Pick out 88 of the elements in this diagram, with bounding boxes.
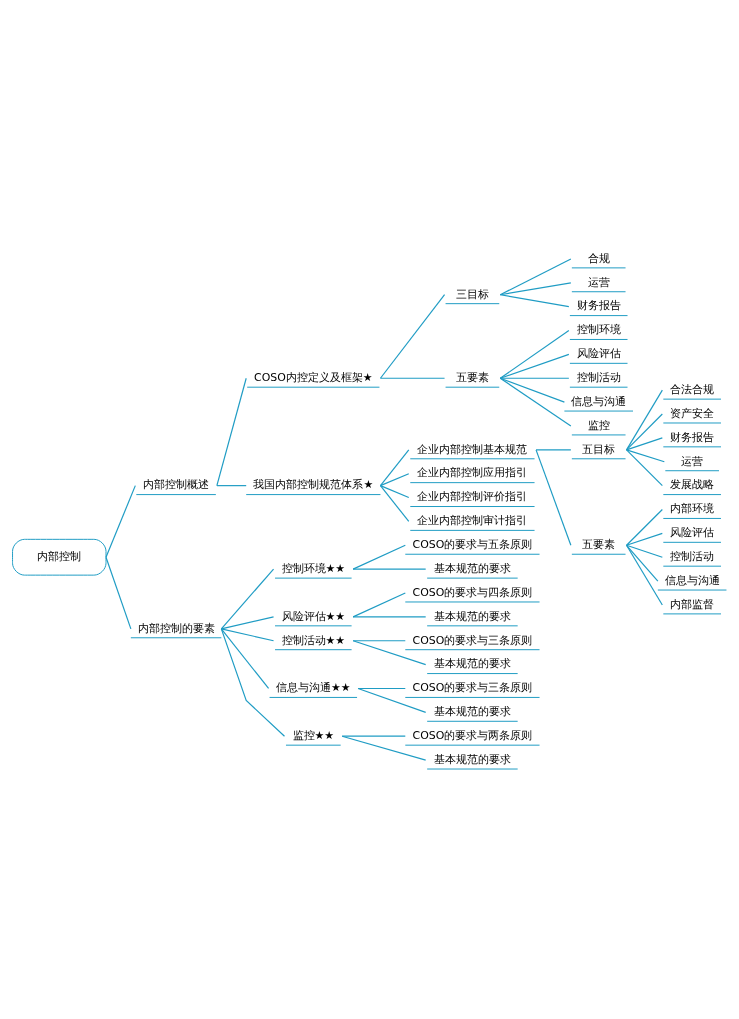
connector [535, 449, 572, 546]
connector [379, 485, 410, 523]
connector [105, 556, 132, 630]
node-text: 内部环境 [670, 502, 715, 516]
connector [220, 628, 270, 690]
connector [220, 628, 286, 737]
node-text: 合法合规 [670, 382, 715, 396]
connector [105, 485, 136, 558]
node-text: 基本规范的要求 [433, 561, 511, 575]
node-box: 内部控制 [12, 538, 107, 576]
node-text: 信息与沟通 [571, 394, 627, 408]
connector [379, 449, 410, 487]
connector [341, 735, 427, 761]
connector [352, 640, 406, 642]
node-text: 信息与沟通★★ [276, 681, 351, 695]
node-text: 监控 [587, 418, 610, 432]
node-text: 财务报告 [670, 430, 715, 444]
node-text: COSO的要求与四条原则 [412, 585, 533, 599]
node-text: 控制活动 [670, 550, 715, 564]
node-text: 控制活动★★ [281, 633, 346, 647]
connector [625, 449, 665, 463]
node-text: 内部控制的要素 [137, 621, 215, 635]
node-text: COSO的要求与两条原则 [412, 728, 533, 742]
connector [499, 294, 570, 308]
connector [357, 687, 427, 713]
node-text: COSO的要求与三条原则 [412, 681, 533, 695]
connector [499, 329, 570, 379]
node-text: 基本规范的要求 [433, 705, 511, 719]
node-text: 风险评估 [576, 347, 621, 361]
connector [352, 616, 427, 618]
node-text: 风险评估★★ [281, 609, 346, 623]
connector [625, 413, 663, 451]
connector [379, 473, 410, 487]
connector [352, 544, 406, 570]
node-text: 内部监督 [670, 597, 715, 611]
node-text: 内部控制概述 [143, 478, 210, 492]
connector [216, 377, 247, 487]
node-text: 基本规范的要求 [433, 609, 511, 623]
node-text: COSO的要求与五条原则 [412, 538, 533, 552]
node-text: 我国内部控制规范体系★ [253, 478, 374, 492]
node-text: 资产安全 [670, 406, 715, 420]
connector [535, 449, 572, 451]
node-text: 财务报告 [576, 299, 621, 313]
connector [625, 532, 663, 546]
connector [216, 485, 247, 487]
connector [499, 377, 565, 403]
connector [625, 437, 663, 451]
node-text: 运营 [681, 454, 704, 468]
connector [352, 568, 427, 570]
node-text: 企业内部控制应用指引 [417, 466, 528, 480]
node-text: 五要素 [455, 371, 489, 385]
node-text: COSO内控定义及框架★ [254, 371, 373, 385]
connector [379, 485, 410, 499]
node-text: 信息与沟通 [664, 573, 720, 587]
connector [625, 449, 663, 487]
connector [357, 687, 406, 690]
node-text: COSO的要求与三条原则 [412, 633, 533, 647]
connector [499, 377, 572, 427]
node-text: 基本规范的要求 [433, 752, 511, 766]
node-text: 发展战略 [670, 478, 715, 492]
node-text: 企业内部控制评价指引 [417, 490, 528, 504]
connector [499, 258, 572, 296]
connector [379, 377, 446, 379]
connector [220, 628, 275, 642]
node-text: 运营 [587, 275, 610, 289]
connector [499, 353, 570, 379]
node-text: 五目标 [582, 442, 616, 456]
connector [379, 294, 446, 379]
node-text: 控制活动 [576, 371, 621, 385]
node-text: 企业内部控制基本规范 [417, 442, 528, 456]
connector [220, 568, 275, 630]
node-text: 基本规范的要求 [433, 657, 511, 671]
connector [352, 640, 427, 666]
connector [625, 544, 663, 606]
connector [625, 544, 663, 558]
connector [625, 544, 659, 582]
node-text: 监控★★ [292, 728, 335, 742]
node-text: 三目标 [455, 287, 489, 301]
node-text: 五要素 [582, 538, 616, 552]
node-text: 控制环境★★ [281, 561, 346, 575]
connector [220, 616, 275, 630]
connector [352, 592, 406, 618]
connector [625, 389, 663, 451]
node-text: 合规 [587, 251, 610, 265]
connector [625, 508, 663, 546]
node-text: 风险评估 [670, 526, 715, 540]
node-text: 企业内部控制审计指引 [417, 514, 528, 528]
node-text: 控制环境 [576, 323, 621, 337]
